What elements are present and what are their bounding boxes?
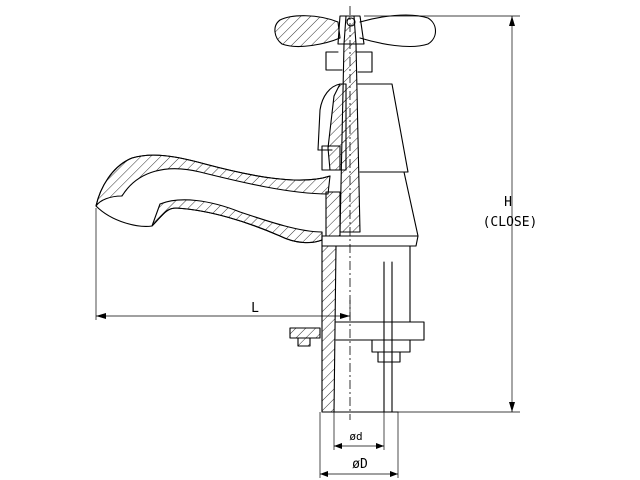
back-nut	[289, 321, 425, 363]
height-note: (CLOSE)	[483, 215, 538, 230]
outer-diameter-dimension	[319, 412, 399, 478]
cross-head-handle	[274, 14, 437, 47]
valve-body	[321, 235, 419, 413]
height-label: H	[504, 195, 512, 210]
inner-diameter-label: ød	[349, 430, 362, 443]
shroud	[317, 83, 419, 237]
length-label: L	[251, 301, 259, 316]
spout	[95, 154, 331, 244]
height-dimension	[364, 15, 520, 413]
length-dimension	[95, 208, 351, 320]
outer-diameter-label: øD	[352, 457, 368, 472]
inner-diameter-dimension	[333, 412, 385, 450]
